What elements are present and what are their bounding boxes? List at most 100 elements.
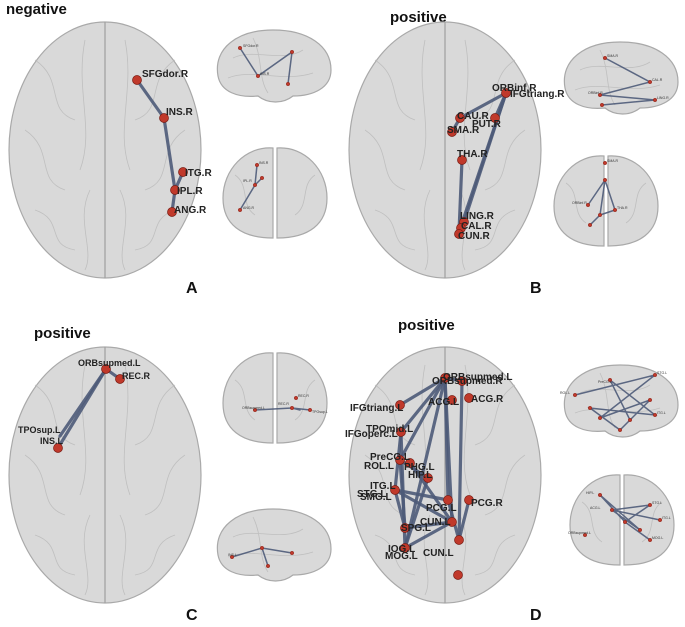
- panel-d-title: positive: [398, 317, 455, 334]
- node-tha-r: [457, 155, 467, 165]
- panel-d-letter: D: [530, 607, 542, 624]
- label-orbsupmed-l: ORBsupmed.L: [78, 358, 141, 368]
- panel-c-letter: C: [186, 607, 198, 624]
- node-occipital: [453, 570, 463, 580]
- panel-a-top-brain: [8, 21, 202, 279]
- node-rec-r: [115, 374, 125, 384]
- panel-c-front-brain: [222, 352, 328, 444]
- node-orbsupmed-l: [440, 373, 450, 383]
- panel-c-side-brain: [216, 508, 332, 582]
- svg-text:STG.L: STG.L: [652, 501, 662, 505]
- label-stg-l: STG.L: [357, 489, 386, 500]
- label-iog-l: IOG.L: [388, 544, 415, 555]
- svg-text:STG.L: STG.L: [657, 371, 667, 375]
- label-ifgtriang-l: IFGtriang.L: [350, 403, 403, 414]
- label-ifgoperc-l: IFGoperc.L: [345, 429, 398, 440]
- label-acg-r: ACG.R: [471, 394, 504, 405]
- node-cun-l: [447, 517, 457, 527]
- label-cun-l-upper: CUN.L: [420, 517, 451, 528]
- panel-b-nodes: [447, 88, 511, 239]
- svg-text:ANG.R: ANG.R: [243, 206, 255, 210]
- svg-text:SMA.R: SMA.R: [607, 159, 619, 163]
- svg-text:ORBinf.R: ORBinf.R: [588, 91, 603, 95]
- node-pcg-l: [443, 495, 453, 505]
- panel-d-front-edges: [599, 494, 661, 541]
- panel-a: negative SFGdor.R INS.R ITG.R IPL.R ANG.…: [6, 1, 332, 297]
- node-ins-l: [53, 443, 63, 453]
- label-cun-l: CUN.L: [423, 548, 454, 559]
- panel-a-title: negative: [6, 1, 67, 18]
- label-acg-l: ACG.L: [428, 397, 459, 408]
- label-sma-r: SMA.R: [447, 125, 480, 136]
- node-sfgdor-r: [132, 75, 142, 85]
- label-cau-r: CAU.R: [457, 111, 489, 122]
- node-rol-l: [405, 458, 415, 468]
- label-rec-r: REC.R: [122, 371, 151, 381]
- panel-c-title: positive: [34, 325, 91, 342]
- panel-c: positive ORBsupmed.L REC.R TPOsup.L INS.…: [8, 325, 332, 624]
- svg-text:LING.R: LING.R: [657, 96, 669, 100]
- panel-b: positive ORBinf.R IFGtriang.R CAU.R PUT.…: [348, 9, 679, 297]
- svg-text:PreCG.L: PreCG.L: [598, 380, 612, 384]
- svg-text:MOG.L: MOG.L: [652, 536, 663, 540]
- panel-a-letter: A: [186, 280, 198, 297]
- node-orbsupmed-l: [101, 364, 111, 374]
- label-orbsupmed-l: ORBsupmed.L: [443, 372, 512, 383]
- svg-text:ROL.L: ROL.L: [560, 391, 570, 395]
- label-tha-r: THA.R: [457, 149, 488, 160]
- label-sfgdor-r: SFGdor.R: [142, 69, 189, 80]
- label-ins-r: INS.R: [166, 107, 193, 118]
- panel-a-side-edges: [239, 47, 293, 85]
- node-ifgoperc-l: [396, 427, 406, 437]
- node-acg-l: [447, 395, 457, 405]
- panel-d: positive: [345, 317, 679, 624]
- node-ipl-r: [170, 185, 180, 195]
- label-itg-l: ITG.L: [370, 481, 396, 492]
- node-precg-l: [395, 455, 405, 465]
- panel-c-nodes: [53, 364, 125, 453]
- svg-text:IPL.R: IPL.R: [243, 179, 252, 183]
- node-phg-l: [423, 473, 433, 483]
- node-acg-r: [464, 393, 474, 403]
- label-ipl-r: IPL.R: [177, 186, 203, 197]
- node-spg-l: [400, 523, 410, 533]
- node-sma-r: [447, 127, 457, 137]
- node-ang-r: [167, 207, 177, 217]
- label-ifgtriang-r: IFGtriang.R: [510, 89, 565, 100]
- svg-text:INS.R: INS.R: [260, 72, 270, 76]
- node-pcg-r: [464, 495, 474, 505]
- label-pcg-r: PCG.R: [471, 498, 503, 509]
- panel-a-side-brain: [216, 29, 332, 103]
- svg-text:ORBsupmed.L: ORBsupmed.L: [242, 406, 265, 410]
- node-put-r: [490, 113, 500, 123]
- label-tposup-l: TPOsup.L: [18, 425, 61, 435]
- svg-text:ACG.L: ACG.L: [590, 506, 601, 510]
- node-itg-r: [178, 167, 188, 177]
- label-ling-r: LING.R: [460, 211, 495, 222]
- svg-text:INS.L: INS.L: [228, 553, 237, 557]
- label-itg-r: ITG.R: [185, 168, 212, 179]
- label-phg-l: PHG.L: [404, 462, 435, 473]
- label-ins-l: INS.L: [40, 436, 64, 446]
- label-tpomid-l: TPOmid.L: [366, 424, 413, 435]
- label-precg-l: PreCG.L: [370, 452, 410, 463]
- svg-text:CAL.R: CAL.R: [652, 78, 663, 82]
- node-cun-r: [454, 229, 464, 239]
- svg-text:ORBsupmed.L: ORBsupmed.L: [568, 531, 591, 535]
- label-smg-l: SMG.L: [360, 492, 392, 503]
- node-ins-r: [159, 113, 169, 123]
- panel-b-front-brain: [553, 155, 659, 247]
- svg-text:SFGdor.R: SFGdor.R: [243, 44, 259, 48]
- svg-text:ORBinf.R: ORBinf.R: [572, 201, 587, 205]
- panel-b-letter: B: [530, 280, 542, 297]
- svg-text:SMA.R: SMA.R: [607, 54, 619, 58]
- label-ang-r: ANG.R: [174, 205, 207, 216]
- label-orbsupmed-r: ORBsupmed.R: [432, 376, 503, 387]
- node-itg-l: [390, 485, 400, 495]
- label-cun-r: CUN.R: [458, 231, 490, 242]
- label-spg-l: SPG.L: [401, 523, 431, 534]
- label-put-r: PUT.R: [472, 119, 502, 130]
- node-iog-l: [400, 543, 410, 553]
- svg-text:REC.R: REC.R: [278, 402, 289, 406]
